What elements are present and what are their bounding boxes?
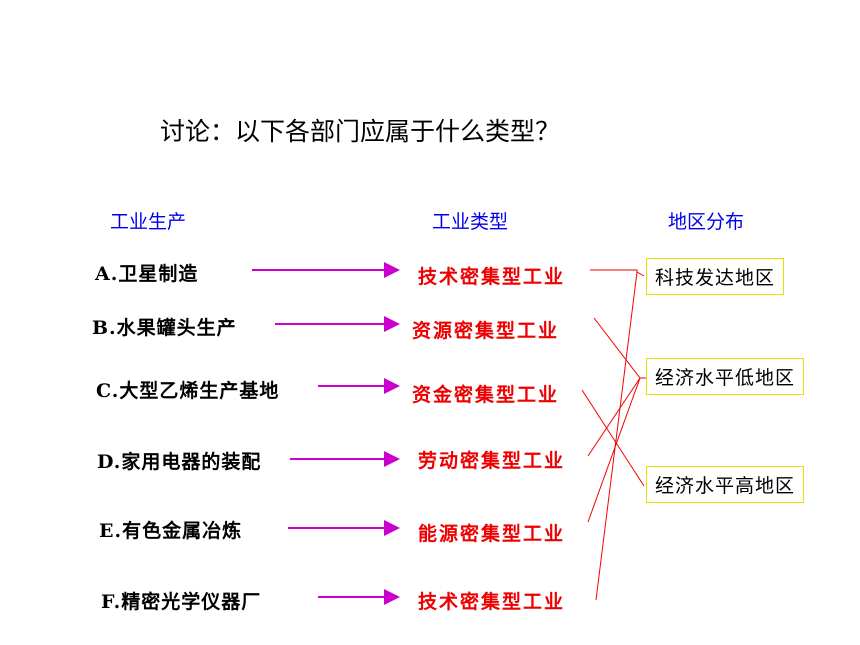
connector-e-low (587, 377, 641, 523)
region-low-economy: 经济水平低地区 (646, 358, 805, 395)
connector-a-tech (590, 269, 645, 277)
header-production: 工业生产 (110, 211, 187, 233)
item-f: F.精密光学仪器厂 (101, 591, 262, 613)
item-c: C.大型乙烯生产基地 (96, 380, 280, 402)
item-d: D.家用电器的装配 (97, 451, 262, 473)
item-a: A.卫星制造 (95, 263, 199, 285)
item-b: B.水果罐头生产 (92, 317, 237, 339)
type-c: 资金密集型工业 (412, 384, 560, 406)
connector-b-low (593, 317, 641, 379)
type-e: 能源密集型工业 (418, 523, 566, 545)
connector-c-high (581, 389, 645, 487)
type-d: 劳动密集型工业 (418, 450, 566, 472)
connector-d-low (587, 377, 641, 457)
header-type: 工业类型 (432, 211, 509, 233)
slide-title: 讨论：以下各部门应属于什么类型？ (160, 117, 561, 146)
type-f: 技术密集型工业 (418, 591, 566, 613)
type-a: 技术密集型工业 (418, 266, 566, 288)
item-e: E.有色金属冶炼 (99, 520, 243, 542)
region-tech-developed: 科技发达地区 (646, 258, 785, 295)
header-region: 地区分布 (668, 211, 745, 233)
connector-f-tech (595, 271, 638, 601)
region-high-economy: 经济水平高地区 (646, 466, 805, 503)
type-b: 资源密集型工业 (412, 320, 560, 342)
